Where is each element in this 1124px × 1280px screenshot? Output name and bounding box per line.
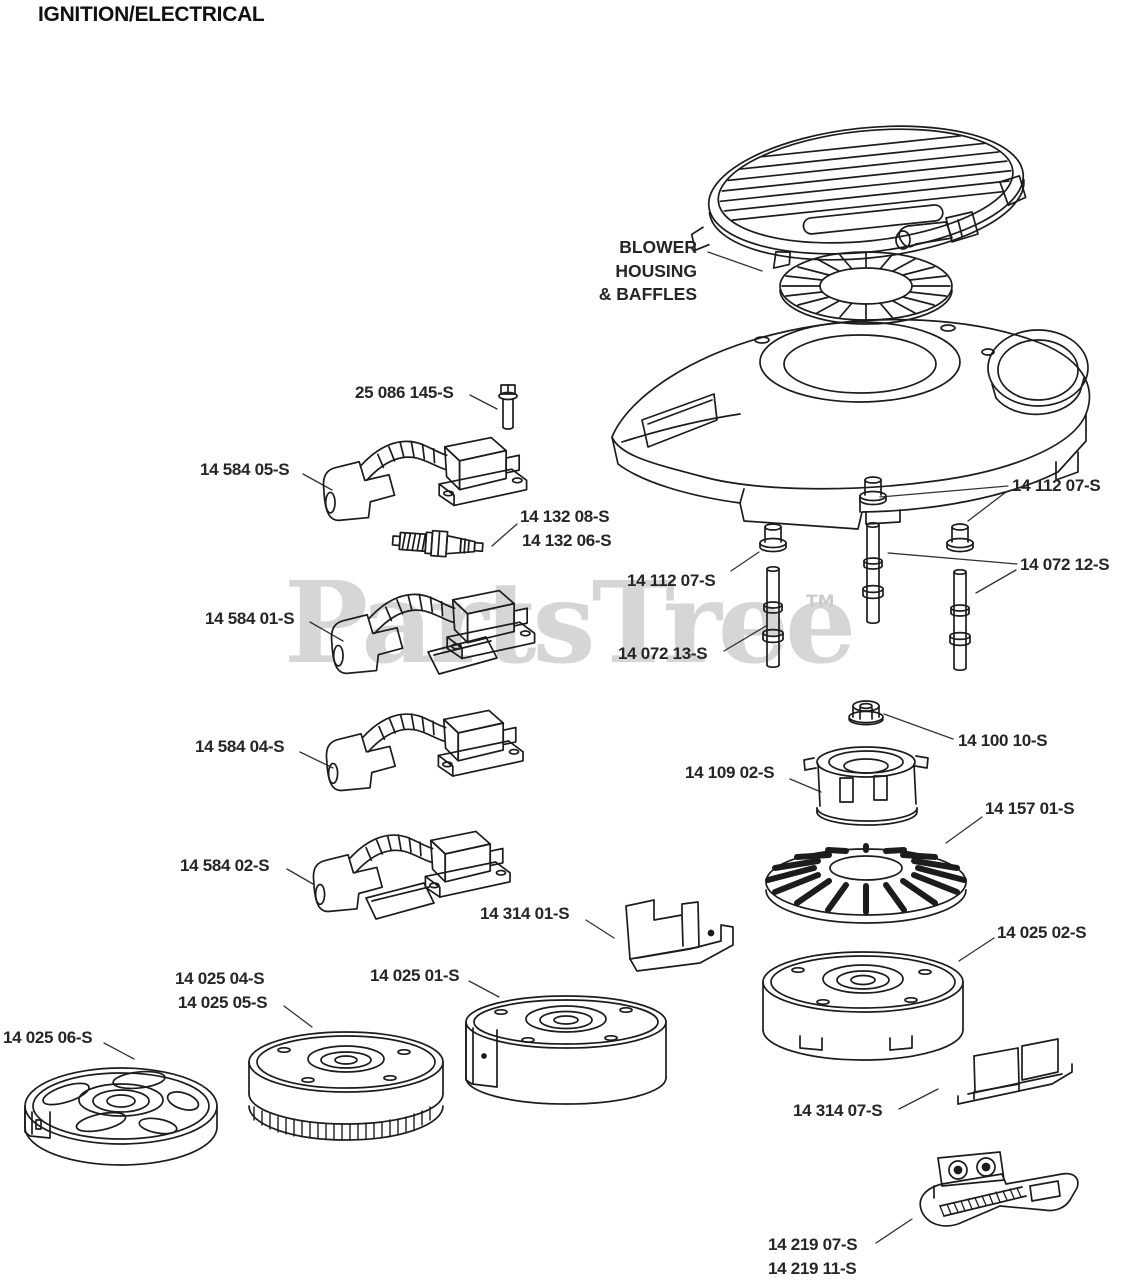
- stud-middle: [862, 521, 884, 625]
- part-label-14-072-12-s: 14 072 12-S: [1020, 555, 1110, 574]
- part-label-14-025-02-s: 14 025 02-S: [997, 923, 1087, 942]
- watermark-text: PartsTree: [284, 558, 856, 689]
- spacer-top: [859, 476, 887, 506]
- fan-screen-drawing: [780, 252, 952, 324]
- part-label-14-109-02-s: 14 109 02-S: [685, 763, 775, 782]
- regulator-drawing: [958, 1039, 1072, 1104]
- ignition-module-02-connector: [366, 883, 434, 919]
- ignition-module-05-drawing: [322, 436, 528, 522]
- ignition-module-02-drawing: [312, 830, 511, 913]
- part-label-14-219-07-s: 14 219 07-S: [768, 1235, 858, 1254]
- part-label-14-584-04-s: 14 584 04-S: [195, 737, 285, 756]
- stator-coil-hatch: [940, 1188, 1021, 1216]
- stud-right: [949, 568, 971, 672]
- part-label-blower-housing: BLOWER HOUSING & BAFFLES: [575, 236, 697, 307]
- page-title: IGNITION/ELECTRICAL: [38, 3, 265, 26]
- part-label-14-584-02-s: 14 584 02-S: [180, 856, 270, 875]
- part-label-14-219-11-s: 14 219 11-S: [768, 1259, 857, 1278]
- fan-hub-drawing: [804, 747, 928, 825]
- part-label-14-584-05-s: 14 584 05-S: [200, 460, 290, 479]
- part-label-14-025-01-s: 14 025 01-S: [370, 966, 460, 985]
- blower-callout-line2: HOUSING: [615, 260, 697, 281]
- part-label-14-025-06-s: 14 025 06-S: [3, 1028, 93, 1047]
- part-label-14-157-01-s: 14 157 01-S: [985, 799, 1075, 818]
- ring-gear-teeth: [254, 1107, 430, 1140]
- part-label-14-025-04-s: 14 025 04-S: [175, 969, 265, 988]
- rope-guide-drawing: [896, 212, 978, 249]
- flywheel-01-drawing: [466, 996, 666, 1104]
- stud-left: [762, 565, 784, 669]
- cooling-fan-drawing: [766, 846, 966, 923]
- part-label-14-112-07-s-left: 14 112 07-S: [627, 571, 716, 590]
- spacer-left: [759, 523, 787, 553]
- stator-drawing: [920, 1152, 1078, 1226]
- flywheel-04-05-drawing: [249, 1032, 443, 1140]
- part-label-14-112-07-s-right: 14 112 07-S: [1012, 476, 1101, 495]
- watermark-tm: TM: [806, 592, 835, 612]
- part-label-14-025-05-s: 14 025 05-S: [178, 993, 268, 1012]
- blower-housing-drawing: [612, 320, 1089, 529]
- blower-callout-line1: BLOWER: [619, 237, 697, 257]
- ignition-module-04-drawing: [325, 709, 524, 792]
- part-label-14-314-07-s: 14 314 07-S: [793, 1101, 883, 1120]
- part-label-14-132-08-s: 14 132 08-S: [520, 507, 610, 526]
- part-label-14-072-13-s: 14 072 13-S: [618, 644, 708, 663]
- part-label-14-314-01-s: 14 314 01-S: [480, 904, 570, 923]
- baffle-bracket-drawing: [626, 900, 733, 971]
- part-label-14-100-10-s: 14 100 10-S: [958, 731, 1048, 750]
- spark-plug-drawing: [392, 528, 484, 559]
- leader-lines: [104, 252, 1017, 1243]
- part-label-14-584-01-s: 14 584 01-S: [205, 609, 295, 628]
- flywheel-02-drawing: [763, 952, 963, 1060]
- hex-bolt-drawing: [499, 385, 517, 429]
- flange-nut-drawing: [849, 701, 883, 725]
- flywheel-06-drawing: [25, 1068, 217, 1165]
- spacer-right: [946, 523, 974, 553]
- part-label-14-132-06-s: 14 132 06-S: [522, 531, 612, 550]
- ignition-module-01-connector: [428, 637, 497, 674]
- blower-callout-line3: & BAFFLES: [598, 284, 697, 304]
- part-label-25-086-145-s: 25 086 145-S: [355, 383, 454, 402]
